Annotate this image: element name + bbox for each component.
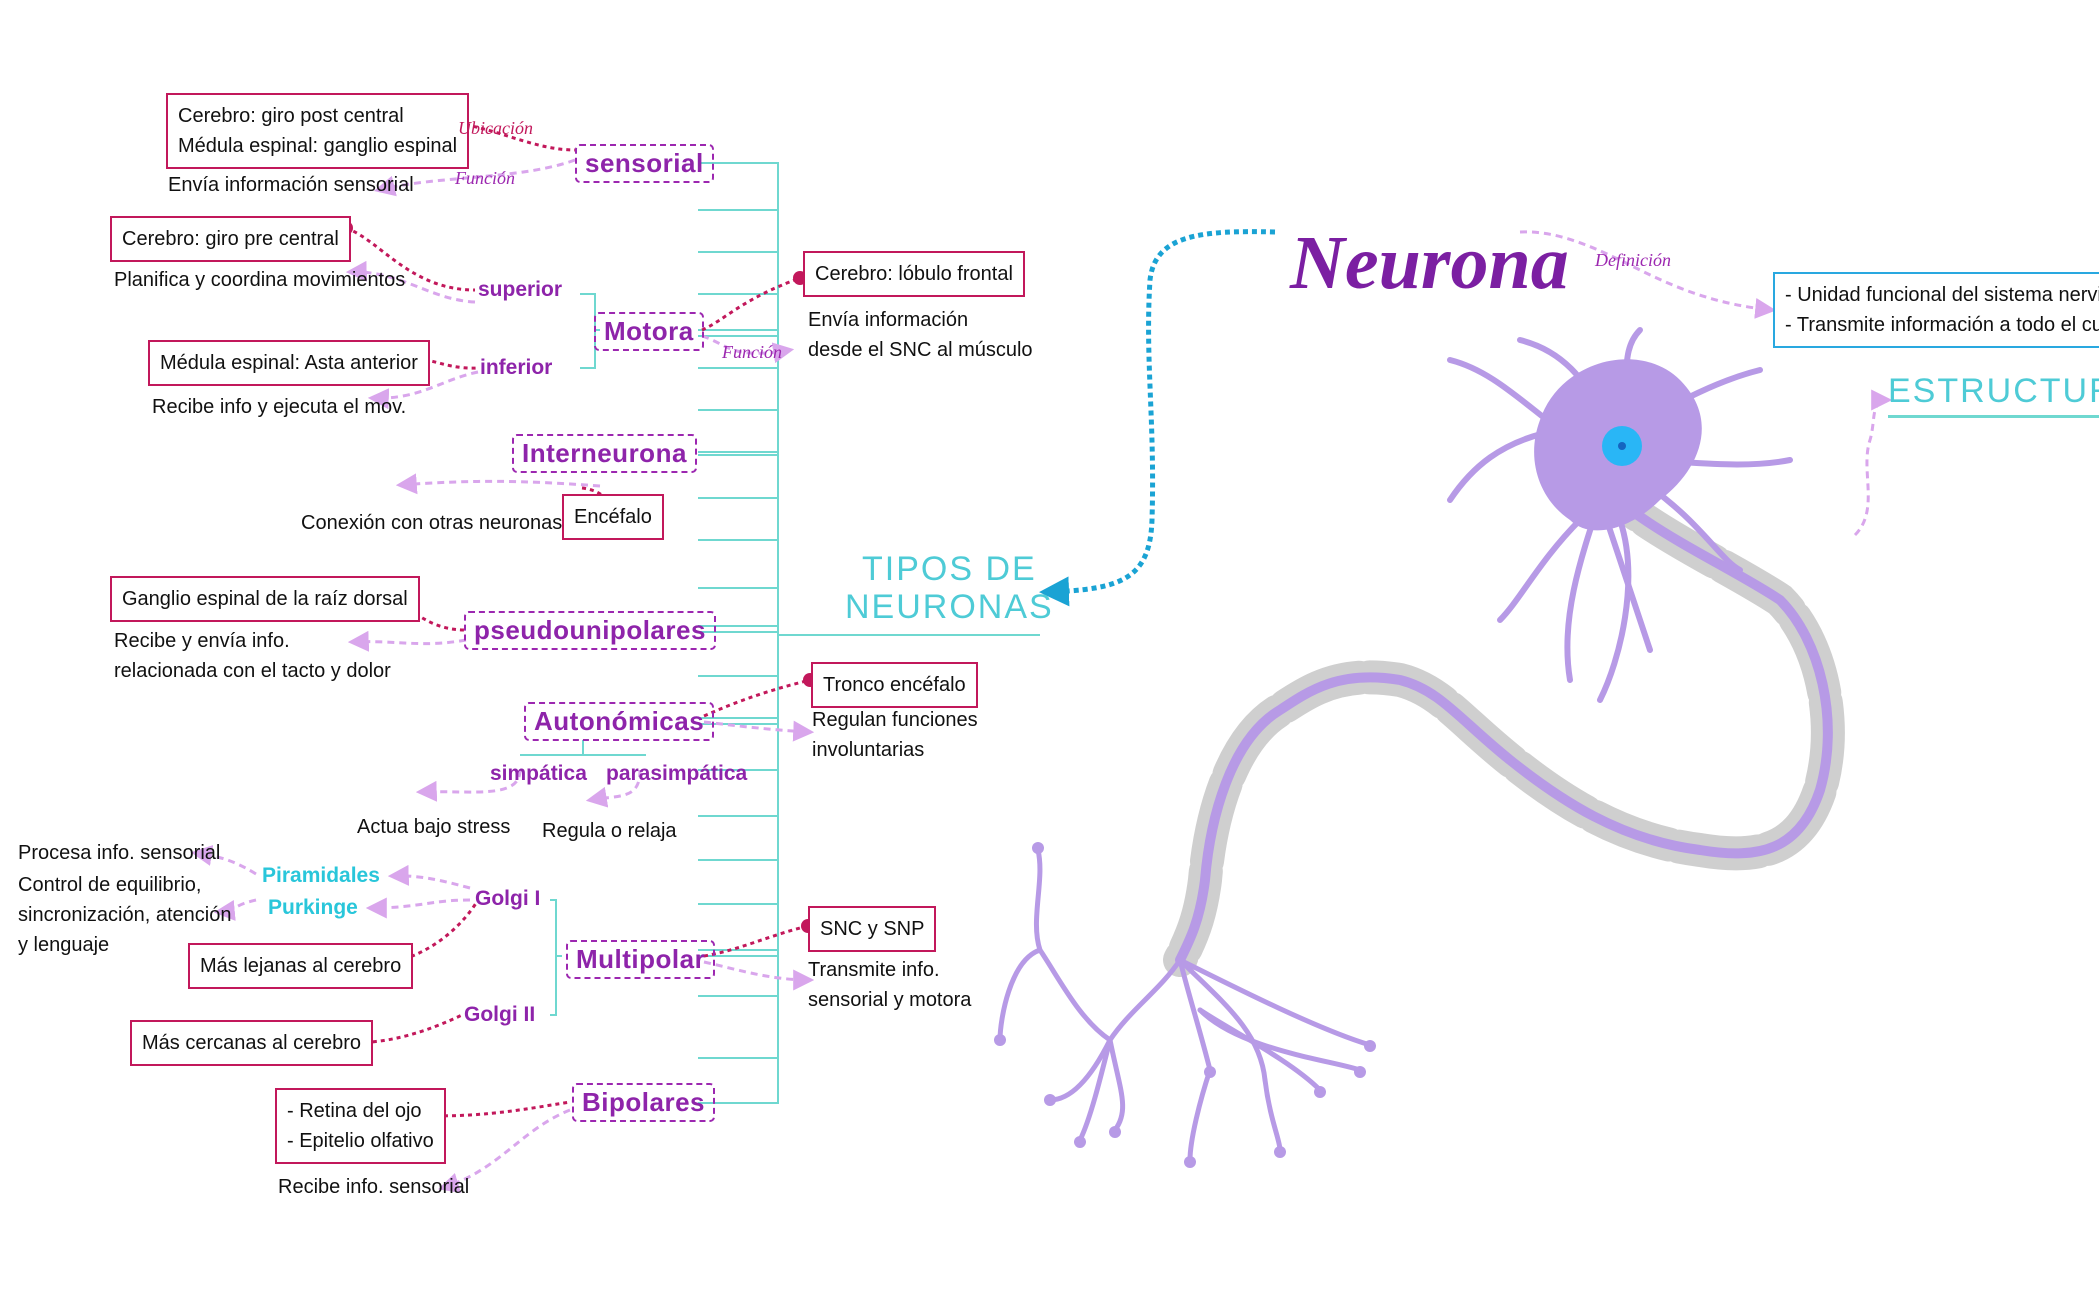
golgi-i-location-box: Más lejanas al cerebro: [188, 943, 414, 989]
multipolar-function: Transmite info. sensorial y motora: [808, 955, 971, 1015]
sub-node-golgi-i[interactable]: Golgi I: [475, 887, 541, 910]
inferior-location-box: Médula espinal: Asta anterior: [148, 340, 430, 386]
interneurona-function: Conexión con otras neuronas: [301, 512, 563, 534]
function-line: sensorial y motora: [808, 989, 972, 1011]
sensorial-location-box: Cerebro: giro post central Médula espina…: [166, 93, 470, 169]
definition-box: - Unidad funcional del sistema nervioso …: [1773, 272, 2099, 348]
center-line: TIPOS DE: [862, 550, 1037, 588]
sub-node-golgi-ii[interactable]: Golgi II: [464, 1003, 536, 1026]
multipolar-location-box: SNC y SNP: [808, 906, 937, 952]
structure-label: ESTRUCTURA: [1888, 372, 2099, 418]
superior-function: Planifica y coordina movimientos: [114, 269, 406, 291]
location-line: Médula espinal: ganglio espinal: [178, 135, 458, 157]
edge-label-ubicacion: Ubicación: [458, 118, 533, 138]
type-node-autonomicas[interactable]: Autonómicas: [524, 702, 715, 741]
location-line: Cerebro: giro post central: [178, 105, 404, 127]
sub-node-parasimpatica[interactable]: parasimpática: [606, 762, 748, 785]
page-title: Neurona: [1290, 221, 1569, 305]
motora-location-box: Cerebro: lóbulo frontal: [803, 251, 1025, 297]
center-line: NEURONAS: [845, 588, 1054, 626]
pseudounipolares-function: Recibe y envía info. relacionada con el …: [114, 626, 391, 686]
sub-node-simpatica[interactable]: simpática: [490, 762, 587, 785]
sub-node-piramidales[interactable]: Piramidales: [262, 864, 380, 887]
function-links: [190, 158, 815, 1194]
type-node-motora[interactable]: Motora: [594, 312, 704, 351]
bipolares-function: Recibe info. sensorial: [278, 1176, 470, 1198]
structure-link: [1853, 389, 1893, 537]
function-line: sincronización, atención: [18, 904, 232, 926]
neuron-illustration: [994, 327, 1845, 1168]
function-line: involuntarias: [812, 739, 925, 761]
purkinge-function: Control de equilibrio, sincronización, a…: [18, 870, 231, 960]
function-line: Transmite info.: [808, 959, 940, 981]
bipolares-location-box: - Retina del ojo - Epitelio olfativo: [275, 1088, 446, 1164]
function-line: Envía información: [808, 309, 969, 331]
piramidales-function: Procesa info. sensorial: [18, 842, 221, 864]
spine: [520, 162, 1040, 1104]
function-line: y lenguaje: [18, 934, 110, 956]
superior-location-box: Cerebro: giro pre central: [110, 216, 351, 262]
function-line: Control de equilibrio,: [18, 874, 202, 896]
type-node-interneurona[interactable]: Interneurona: [512, 434, 697, 473]
sensorial-function: Envía información sensorial: [168, 174, 414, 196]
type-node-multipolar[interactable]: Multipolar: [566, 940, 716, 979]
center-node: TIPOS DE NEURONAS: [845, 550, 1054, 626]
function-line: Recibe y envía info.: [114, 630, 290, 652]
location-line: - Epitelio olfativo: [287, 1130, 434, 1152]
sub-node-superior[interactable]: superior: [478, 278, 563, 301]
edge-label-funcion: Función: [455, 168, 515, 188]
pseudounipolares-location-box: Ganglio espinal de la raíz dorsal: [110, 576, 420, 622]
definition-edge-label: Definición: [1595, 250, 1671, 270]
type-node-sensorial[interactable]: sensorial: [575, 144, 714, 183]
function-line: desde el SNC al músculo: [808, 339, 1033, 361]
autonomicas-location-box: Tronco encéfalo: [811, 662, 978, 708]
location-line: - Retina del ojo: [287, 1100, 422, 1122]
sub-node-purkinge[interactable]: Purkinge: [268, 896, 358, 919]
definition-line: - Unidad funcional del sistema nervioso: [1785, 284, 2099, 306]
definition-line: - Transmite información a todo el cuerpo: [1785, 314, 2099, 336]
edge-label-funcion: Función: [722, 342, 782, 362]
definition-link: [1519, 230, 1777, 319]
motora-function: Envía información desde el SNC al múscul…: [808, 305, 1033, 365]
interneurona-location-box: Encéfalo: [562, 494, 664, 540]
simpatica-function: Actua bajo stress: [357, 816, 511, 838]
title-to-types-link: [1039, 229, 1276, 607]
autonomicas-function: Regulan funciones involuntarias: [812, 705, 978, 765]
golgi-ii-location-box: Más cercanas al cerebro: [130, 1020, 373, 1066]
sub-node-inferior[interactable]: inferior: [480, 356, 553, 379]
type-node-bipolares[interactable]: Bipolares: [572, 1083, 715, 1122]
inferior-function: Recibe info y ejecuta el mov.: [152, 396, 407, 418]
function-line: relacionada con el tacto y dolor: [114, 660, 391, 682]
function-line: Regulan funciones: [812, 709, 978, 731]
parasimpatica-function: Regula o relaja: [542, 820, 677, 842]
type-node-pseudounipolares[interactable]: pseudounipolares: [464, 611, 716, 650]
